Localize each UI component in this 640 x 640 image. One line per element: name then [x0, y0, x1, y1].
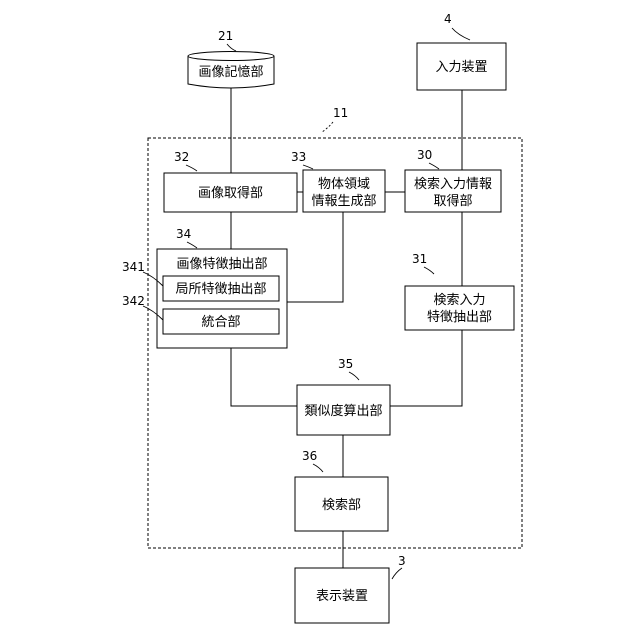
connector-object-region-to-local-feature: [279, 212, 343, 302]
search-input-feature-label-line1: 検索入力: [433, 293, 485, 308]
search-input-acquisition-box: 検索入力情報 取得部: [405, 170, 501, 212]
ref-34: 34: [176, 227, 191, 241]
search-label: 検索部: [322, 498, 361, 513]
storage-cylinder-top: [188, 52, 274, 61]
object-region-label-line2: 情報生成部: [311, 194, 376, 209]
ref-3: 3: [398, 554, 406, 568]
ref-4: 4: [444, 12, 452, 26]
image-acquisition-box: 画像取得部: [164, 173, 297, 212]
search-input-feature-label-line2: 特徴抽出部: [427, 310, 492, 325]
ref-36: 36: [302, 449, 317, 463]
ref-21: 21: [218, 29, 233, 43]
input-device-box: 入力装置: [417, 43, 506, 90]
image-feature-extraction-box: 画像特徴抽出部 局所特徴抽出部 統合部: [157, 249, 287, 348]
leader-32: [186, 165, 197, 171]
image-feature-extraction-label: 画像特徴抽出部: [176, 257, 267, 272]
leader-4: [452, 28, 470, 40]
ref-11: 11: [333, 106, 348, 120]
object-region-generation-box: 物体領域 情報生成部: [303, 170, 385, 212]
ref-30: 30: [417, 148, 432, 162]
integration-label: 統合部: [201, 315, 240, 330]
search-input-acquisition-label-line1: 検索入力情報: [414, 177, 492, 192]
leader-35: [349, 372, 359, 380]
leader-21: [227, 44, 236, 51]
similarity-calculation-box: 類似度算出部: [297, 385, 390, 435]
leader-33: [303, 165, 313, 169]
image-acquisition-label: 画像取得部: [198, 185, 263, 201]
display-device-box: 表示装置: [295, 568, 389, 623]
ref-342: 342: [122, 294, 145, 308]
leader-11: [322, 122, 333, 132]
local-feature-extraction-label: 局所特徴抽出部: [175, 282, 266, 297]
connector-search-input-feature-to-similarity: [390, 330, 462, 406]
ref-341: 341: [122, 260, 145, 274]
leader-36: [313, 464, 323, 472]
leader-30: [429, 163, 439, 169]
object-region-label-line1: 物体領域: [318, 176, 370, 192]
similarity-calculation-label: 類似度算出部: [304, 403, 382, 419]
leader-34: [187, 242, 197, 248]
search-input-acquisition-label-line2: 取得部: [433, 193, 472, 209]
ref-31: 31: [412, 252, 427, 266]
ref-33: 33: [291, 150, 306, 164]
ref-35: 35: [338, 357, 353, 371]
display-device-label: 表示装置: [316, 589, 368, 604]
image-storage-label: 画像記憶部: [198, 64, 263, 80]
image-storage-unit: 画像記憶部: [188, 52, 274, 89]
search-box: 検索部: [295, 477, 388, 531]
ref-32: 32: [174, 150, 189, 164]
input-device-label: 入力装置: [435, 60, 487, 75]
leader-3: [392, 568, 402, 579]
connector-image-feature-to-similarity: [231, 348, 297, 406]
search-input-feature-box: 検索入力 特徴抽出部: [405, 286, 514, 330]
leader-31: [424, 267, 434, 274]
